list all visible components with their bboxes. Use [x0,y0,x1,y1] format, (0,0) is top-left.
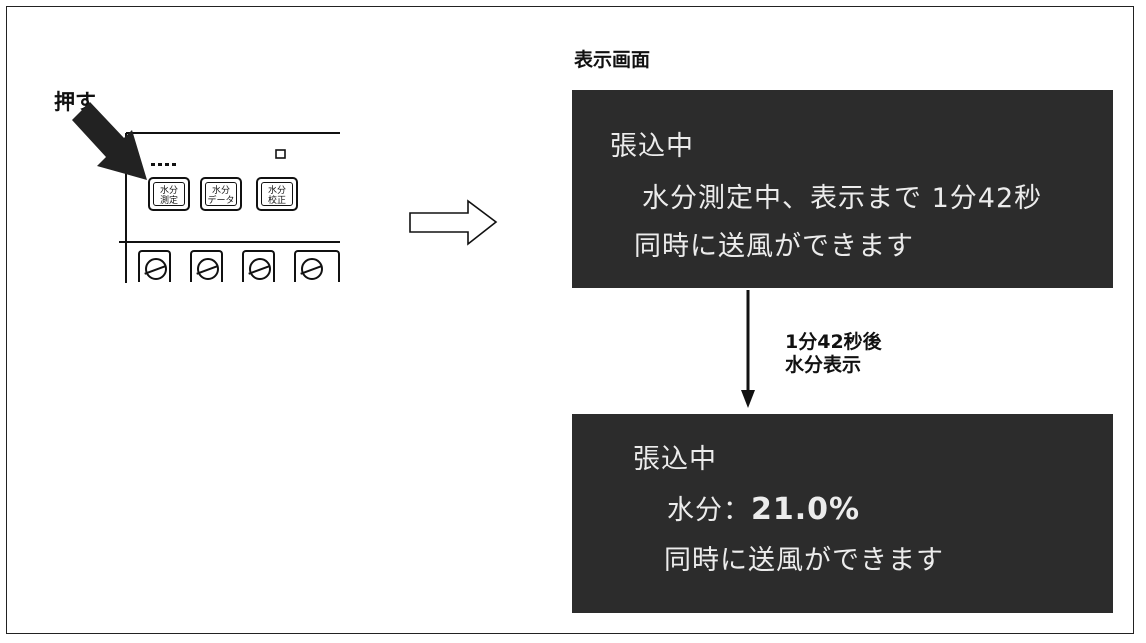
moisture-measure-label: 水分 測定 [153,182,185,206]
moisture-data-label: 水分 データ [205,182,237,206]
moisture-value: 21.0% [751,492,861,527]
figure-frame [6,6,1134,634]
right-arrow-icon [409,199,498,246]
moisture-label: 水分： [667,495,751,526]
moisture-measure-button[interactable]: 水分 測定 [148,177,190,211]
led-marks-icon [151,163,176,166]
display-screen-after: 張込中 水分：21.0% 同時に送風ができます [572,414,1113,613]
screen-title: 張込中 [633,444,717,475]
down-arrow-icon [741,290,755,408]
dial-knob [138,250,171,282]
transition-label: 1分42秒後 水分表示 [785,331,882,376]
display-screen-before: 張込中 水分測定中、表示まで 1分42秒 同時に送風ができます [572,90,1113,288]
screen-title: 張込中 [610,131,694,162]
moisture-data-button[interactable]: 水分 データ [200,177,242,211]
dial-knob [190,250,223,282]
moisture-reading: 水分：21.0% [667,488,860,527]
moisture-calibrate-button[interactable]: 水分 校正 [256,177,298,211]
moisture-calibrate-label: 水分 校正 [261,182,293,206]
fan-available-text: 同時に送風ができます [664,545,944,576]
screen-heading: 表示画面 [574,49,651,71]
indicator-lamp-icon [275,149,286,159]
fan-available-text: 同時に送風ができます [634,231,914,262]
measuring-status-text: 水分測定中、表示まで 1分42秒 [642,183,1043,214]
dial-knob [242,250,275,282]
push-arrow-icon [72,102,147,180]
dial-knob [294,250,340,282]
